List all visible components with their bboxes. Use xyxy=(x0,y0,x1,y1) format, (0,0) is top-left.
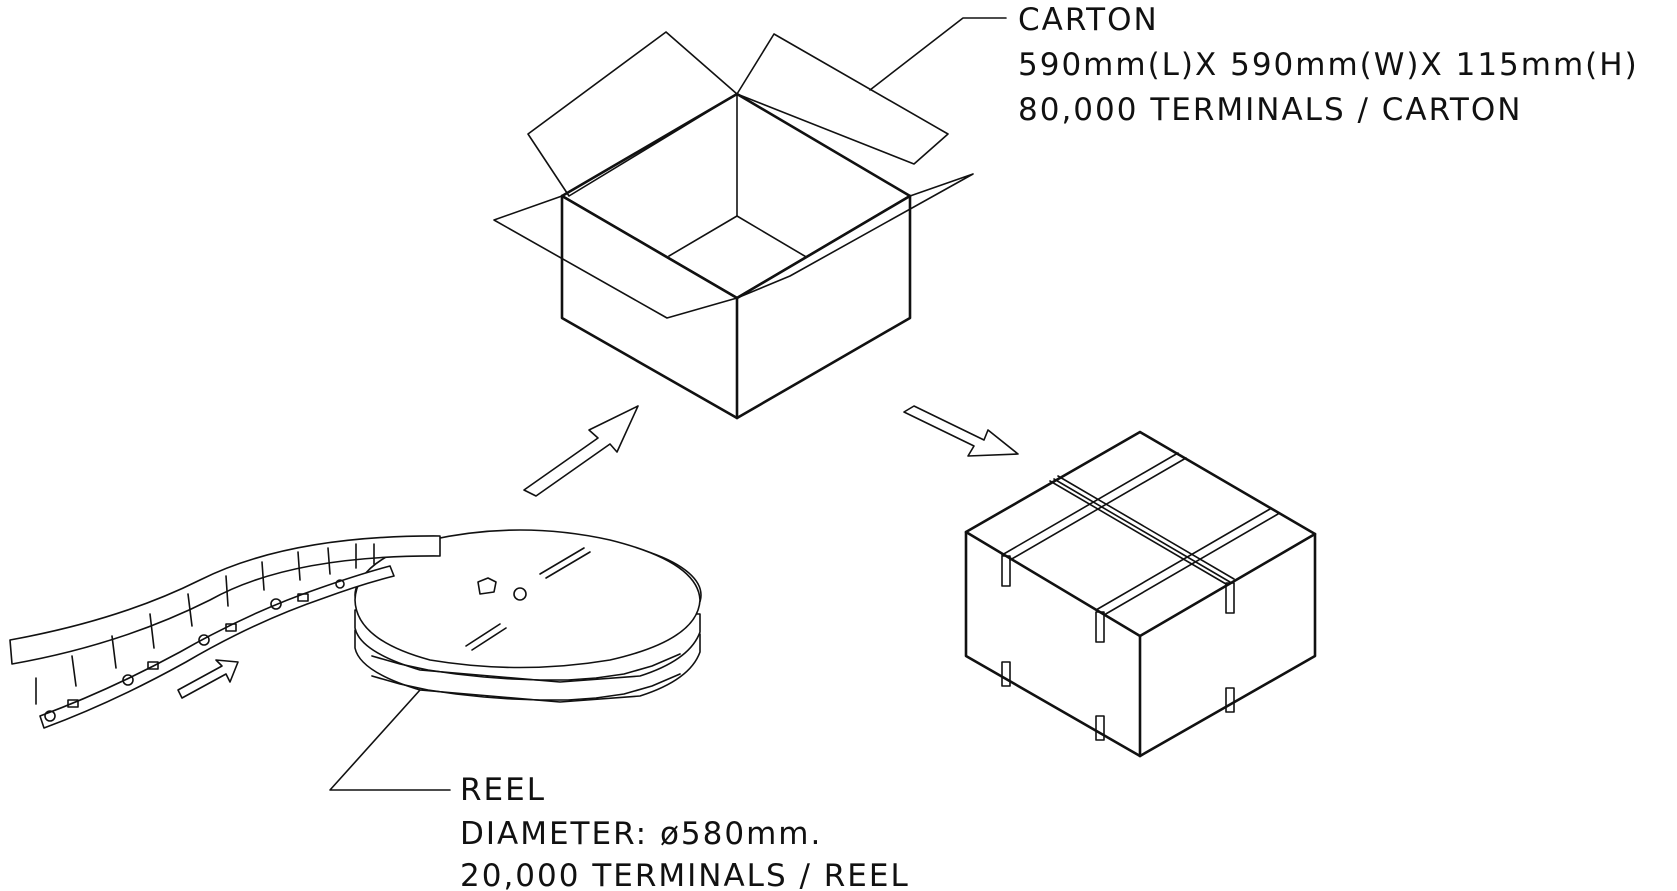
reel-title: REEL xyxy=(460,772,546,808)
carton-capacity: 80,000 TERMINALS / CARTON xyxy=(1018,92,1522,128)
reel-leader-line xyxy=(329,689,451,791)
carton-dimensions: 590mm(L)X 590mm(W)X 115mm(H) xyxy=(1018,47,1639,83)
reel-capacity: 20,000 TERMINALS / REEL xyxy=(460,858,910,891)
arrow-up-right-icon xyxy=(523,405,639,497)
sealed-carton xyxy=(964,430,1317,758)
arrow-down-right-icon xyxy=(903,405,1019,457)
open-carton xyxy=(493,31,974,420)
reel-diameter: DIAMETER: ø580mm. xyxy=(460,816,822,852)
terminal-strip xyxy=(9,535,441,729)
carton-title: CARTON xyxy=(1018,2,1159,38)
arrow-strip-direction-icon xyxy=(177,659,239,699)
carton-leader-line xyxy=(869,17,1007,91)
reel xyxy=(354,529,702,703)
